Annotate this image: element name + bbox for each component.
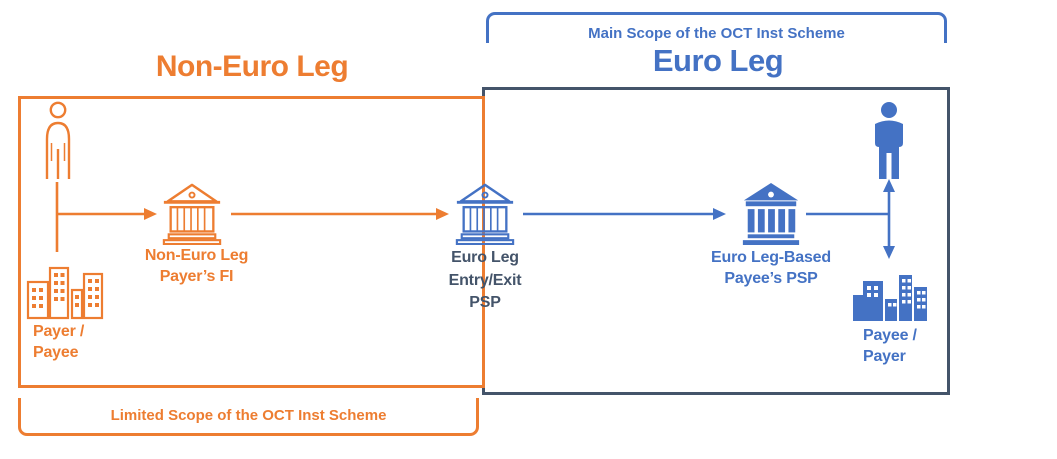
buildings-outline-icon	[26, 266, 104, 320]
payees-psp-line2: Payee’s PSP	[724, 269, 818, 287]
bank-outline-icon	[455, 183, 515, 245]
payers-fi-line1: Non-Euro Leg	[144, 247, 249, 264]
person-solid-icon	[875, 102, 903, 179]
bank-solid-icon	[742, 182, 800, 245]
payer-payee-label: Payer / Payee	[33, 322, 84, 364]
main-scope-label: Main Scope of the OCT Inst Scheme	[588, 25, 845, 42]
limited-scope-label: Limited Scope of the OCT Inst Scheme	[110, 407, 387, 424]
entry-exit-line1: Euro Leg	[451, 249, 519, 266]
payee-payer-label: Payee / Payer	[863, 326, 917, 368]
payee-payer-line2: Payer	[863, 347, 906, 365]
payer-payee-line1: Payer /	[33, 323, 85, 340]
person-outline-icon	[45, 101, 71, 179]
non-euro-leg-box	[18, 96, 485, 388]
euro-leg-based-payees-psp-label: Euro Leg-Based Payee’s PSP	[686, 248, 856, 290]
entry-exit-line3: PSP	[469, 294, 501, 312]
buildings-solid-icon	[853, 275, 927, 321]
non-euro-leg-payers-fi-label: Non-Euro Leg Payer’s FI	[114, 246, 279, 288]
payer-payee-line2: Payee	[33, 343, 79, 361]
bank-outline-icon	[162, 183, 222, 245]
payers-fi-line2: Payer’s FI	[159, 267, 234, 285]
entry-exit-line2: Entry/Exit	[448, 271, 522, 289]
limited-scope-bracket: Limited Scope of the OCT Inst Scheme	[18, 398, 479, 436]
main-scope-bracket: Main Scope of the OCT Inst Scheme	[486, 12, 947, 43]
euro-leg-entry-exit-psp-label: Euro Leg Entry/Exit PSP	[414, 247, 556, 315]
euro-leg-title: Euro Leg	[652, 43, 784, 78]
non-euro-leg-title: Non-Euro Leg	[155, 50, 349, 83]
payees-psp-line1: Euro Leg-Based	[711, 249, 831, 266]
payee-payer-line1: Payee /	[863, 327, 917, 344]
